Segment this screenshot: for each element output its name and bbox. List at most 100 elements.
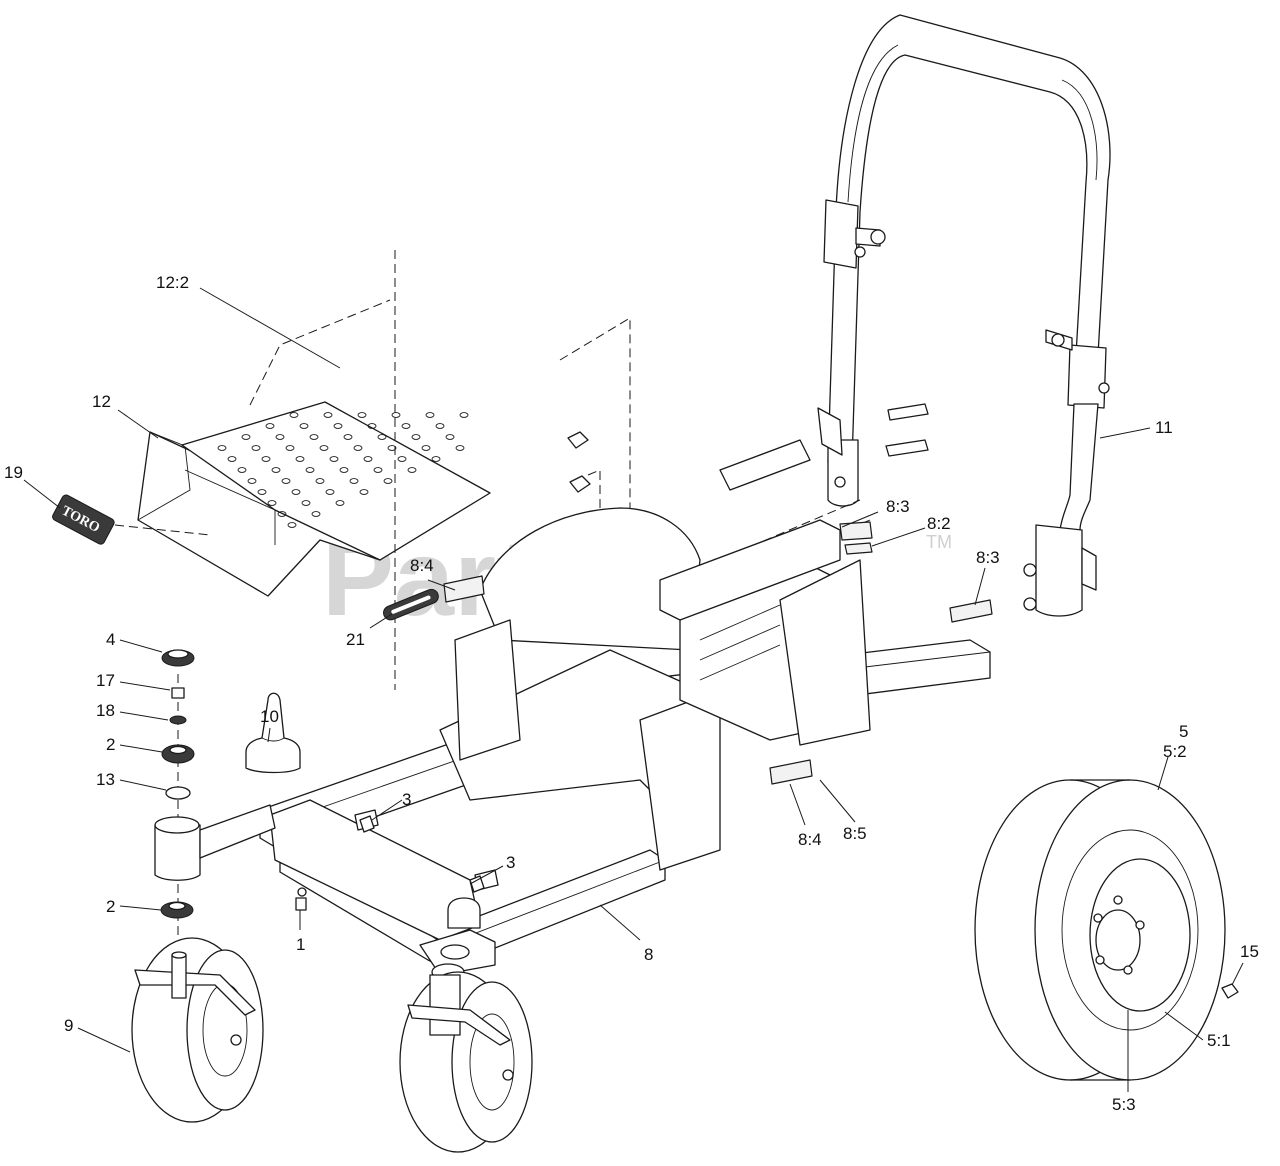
leader-lines (23, 287, 1244, 1092)
perforation-hole (421, 445, 431, 451)
fuel-tank (479, 507, 701, 651)
perforation-hole (299, 423, 309, 429)
perforation-hole (363, 456, 373, 462)
perforation-hole (349, 478, 359, 484)
callouts: 12:2 12 19 8:4 21 4 17 18 2 13 10 3 3 2 … (4, 273, 1259, 1114)
perforation-hole (333, 423, 343, 429)
callout-8-3-right: 8:3 (976, 548, 1000, 567)
bumper (245, 692, 301, 774)
perforation-hole (315, 478, 325, 484)
caster-wheel-right (399, 971, 533, 1153)
perforation-hole (277, 511, 287, 517)
callout-8-3-upper: 8:3 (886, 497, 910, 516)
perforation-hole (387, 445, 397, 451)
callout-5-2: 5:2 (1163, 742, 1187, 761)
callout-18: 18 (96, 701, 115, 720)
perforation-hole (325, 489, 335, 495)
toro-logo: TORO (52, 494, 115, 545)
callout-5-1: 5:1 (1207, 1031, 1231, 1050)
perforation-hole (301, 500, 311, 506)
fasteners (295, 431, 591, 911)
perforation-hole (265, 423, 275, 429)
main-frame (259, 439, 991, 969)
rops-bar (817, 14, 1111, 617)
callout-5-3: 5:3 (1112, 1095, 1136, 1114)
callout-4: 4 (106, 630, 115, 649)
perforation-hole (311, 511, 321, 517)
callout-1: 1 (296, 935, 305, 954)
callout-8-2: 8:2 (927, 514, 951, 533)
perforation-hole (257, 489, 267, 495)
callout-15: 15 (1240, 942, 1259, 961)
perforation-hole (339, 467, 349, 473)
perforation-hole (343, 434, 353, 440)
perforation-hole (407, 467, 417, 473)
perforation-hole (295, 456, 305, 462)
callout-19: 19 (4, 463, 23, 482)
callout-5: 5 (1179, 722, 1188, 741)
perforation-hole (411, 434, 421, 440)
perforation-hole (459, 412, 469, 418)
callout-8-4-upper: 8:4 (410, 556, 434, 575)
perforation-hole (251, 445, 261, 451)
perforation-hole (455, 445, 465, 451)
perforation-hole (289, 412, 299, 418)
perforation-hole (261, 456, 271, 462)
perforation-hole (401, 423, 411, 429)
perforation-hole (217, 445, 227, 451)
rear-wheel (974, 779, 1239, 1081)
callout-10: 10 (260, 707, 279, 726)
perforation-hole (383, 478, 393, 484)
callout-11: 11 (1155, 418, 1173, 437)
perforation-hole (357, 412, 367, 418)
perforation-hole (377, 434, 387, 440)
callout-13: 13 (96, 770, 115, 789)
part-21 (383, 588, 439, 621)
callout-21: 21 (346, 630, 365, 649)
perforation-hole (275, 434, 285, 440)
perforation-hole (367, 423, 377, 429)
perforation-hole (309, 434, 319, 440)
caster-wheel-left (131, 937, 264, 1123)
perforation-hole (335, 500, 345, 506)
perforation-hole (431, 456, 441, 462)
seat-pan-perforations (217, 412, 469, 528)
callout-8: 8 (644, 945, 653, 964)
perforation-hole (241, 434, 251, 440)
perforation-hole (353, 445, 363, 451)
seat-pan (137, 401, 491, 597)
callout-3-lower: 3 (506, 853, 515, 872)
perforation-hole (291, 489, 301, 495)
perforation-hole (227, 456, 237, 462)
perforation-hole (373, 467, 383, 473)
perforation-hole (247, 478, 257, 484)
callout-2-upper: 2 (106, 735, 115, 754)
callout-2-lower: 2 (106, 897, 115, 916)
watermark-trademark: TM (926, 532, 952, 552)
perforation-hole (425, 412, 435, 418)
caster-stack-left (154, 649, 276, 919)
perforation-hole (281, 478, 291, 484)
callout-8-4-lower: 8:4 (798, 830, 822, 849)
callout-8-5: 8:5 (843, 824, 867, 843)
perforation-hole (267, 500, 277, 506)
perforation-hole (271, 467, 281, 473)
perforation-hole (397, 456, 407, 462)
callout-3-upper: 3 (402, 790, 411, 809)
perforation-hole (285, 445, 295, 451)
perforation-hole (391, 412, 401, 418)
perforation-hole (359, 489, 369, 495)
callout-12: 12 (92, 392, 111, 411)
callout-12-2: 12:2 (156, 273, 189, 292)
perforation-hole (445, 434, 455, 440)
perforation-hole (287, 522, 297, 528)
callout-17: 17 (96, 671, 115, 690)
perforation-hole (329, 456, 339, 462)
perforation-hole (435, 423, 445, 429)
decals (443, 521, 993, 785)
perforation-hole (305, 467, 315, 473)
perforation-hole (323, 412, 333, 418)
perforation-hole (319, 445, 329, 451)
perforation-hole (237, 467, 247, 473)
callout-9: 9 (64, 1016, 73, 1035)
